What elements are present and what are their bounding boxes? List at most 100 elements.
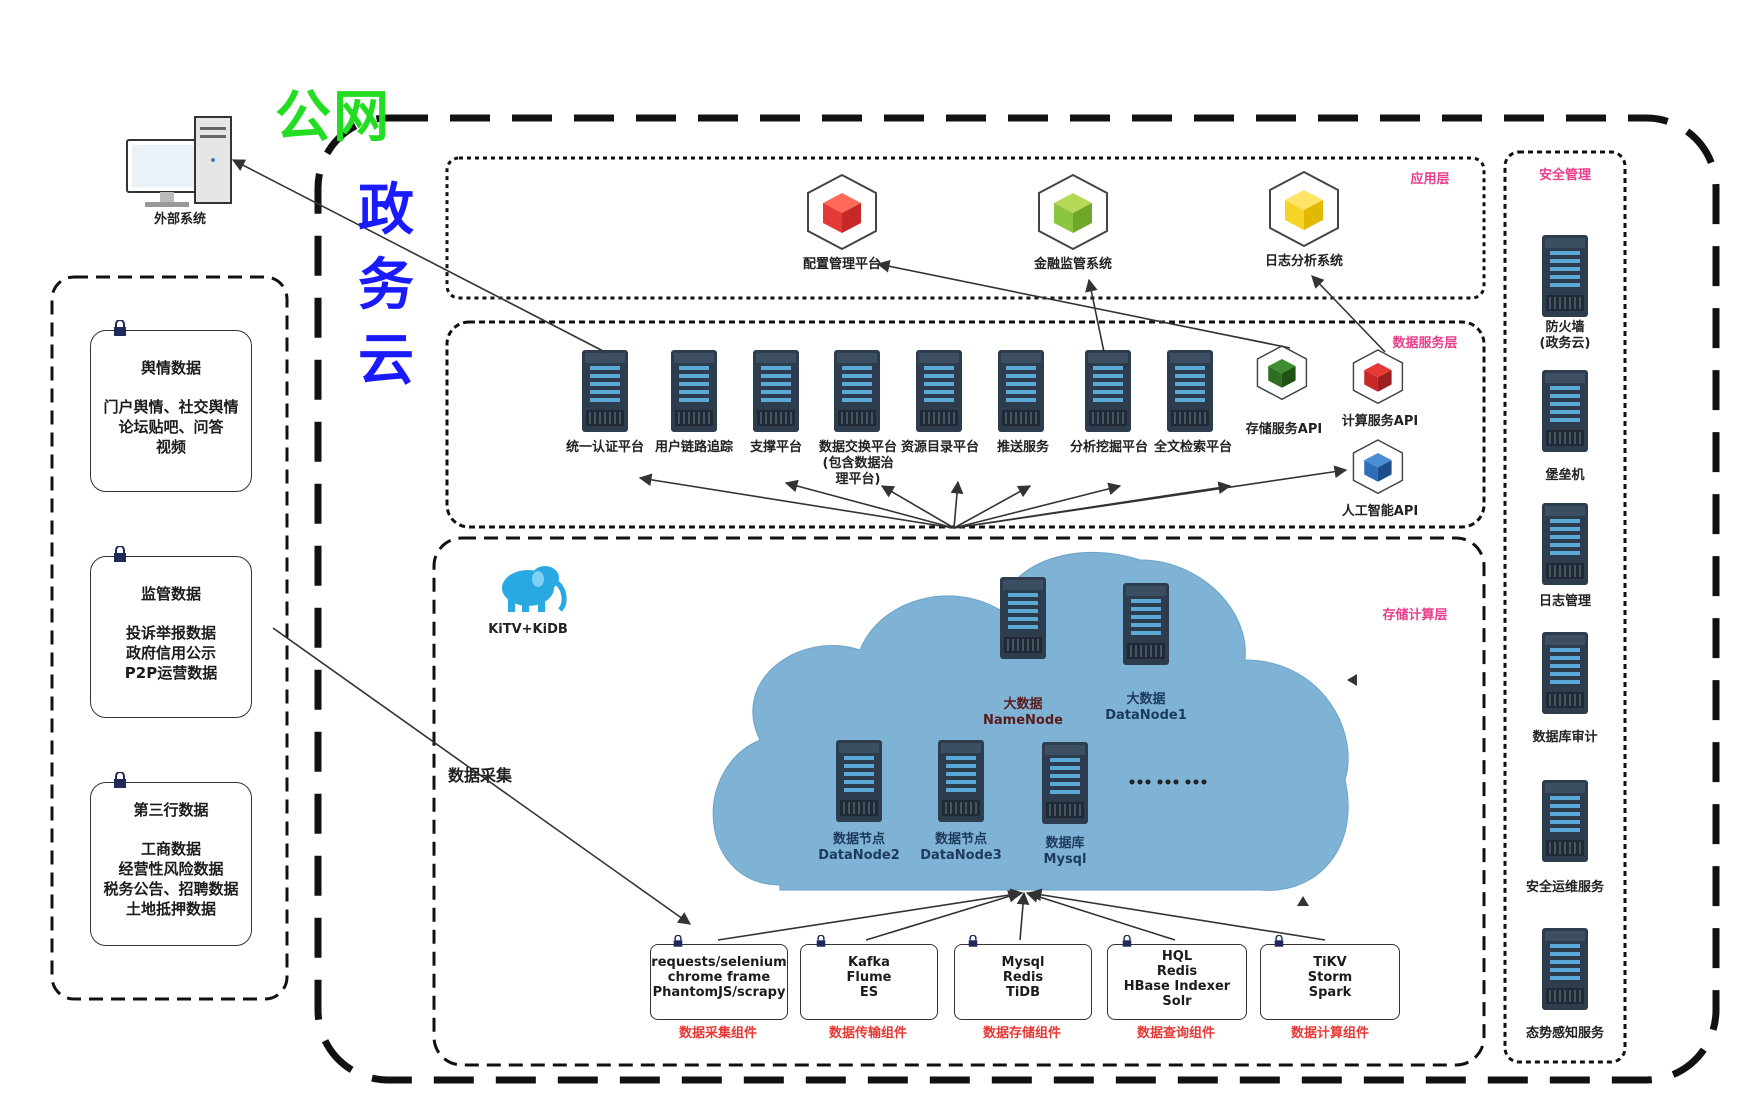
comp-line: PhantomJS/scrapy [652, 985, 786, 1000]
source-card-third-party: 第三行数据 工商数据 经营性风险数据 税务公告、招聘数据 土地抵押数据 [90, 782, 252, 946]
source-card-regulatory: 监管数据 投诉举报数据 政府信用公示 P2P运营数据 [90, 556, 252, 718]
lock-icon [1274, 935, 1284, 947]
server-icon [1541, 927, 1589, 1011]
data-service-layer-label: 数据服务层 [1392, 336, 1458, 351]
lock-icon [114, 320, 126, 336]
node-line: DataNode1 [1105, 708, 1187, 723]
service-label: 用户链路追踪 [654, 440, 733, 455]
service-label: 数据交换平台 (包含数据治 理平台) [818, 440, 897, 487]
app-layer-boundary [445, 156, 1486, 300]
component-box-compute: TiKV Storm Spark [1260, 944, 1400, 1020]
lock-icon [114, 546, 126, 562]
app-label-config: 配置管理平台 [802, 257, 881, 272]
arrowhead-icon [1347, 674, 1357, 686]
node-line: 数据节点 [934, 832, 987, 847]
elephant-logo-icon [502, 566, 567, 612]
external-system-label: 外部系统 [153, 212, 206, 227]
server-icon [1041, 741, 1089, 825]
lock-icon [968, 935, 978, 947]
card-line: 政府信用公示 [125, 644, 216, 662]
gov-cloud-boundary [314, 114, 1720, 1084]
data-collect-label: 数据采集 [447, 766, 512, 785]
server-icon [1122, 582, 1170, 666]
server-icon [1541, 369, 1589, 453]
server-icon [1541, 779, 1589, 863]
arrows [231, 159, 1386, 941]
service-label: 统一认证平台 [565, 440, 644, 455]
comp-line: ES [859, 985, 879, 1000]
cloud-node-label: 数据节点 DataNode2 [804, 832, 914, 864]
comp-line: Flume [846, 970, 892, 985]
service-label: 资源目录平台 [900, 440, 979, 455]
storage-layer-label: 存储计算层 [1382, 608, 1448, 623]
node-line: DataNode3 [920, 848, 1002, 863]
cloud-node-label: 数据节点 DataNode3 [906, 832, 1016, 864]
service-label: 全文检索平台 [1153, 440, 1232, 455]
server-icon [915, 349, 963, 433]
cube-icon-green-api [1256, 345, 1308, 400]
comp-line: TiDB [1005, 985, 1041, 1000]
cube-icon-blue-api [1352, 439, 1404, 494]
server-icon [1541, 502, 1589, 586]
component-label: 数据传输组件 [828, 1026, 907, 1041]
server-icon [833, 349, 881, 433]
ellipsis-dots [1129, 779, 1207, 785]
comp-line: TiKV [1313, 955, 1347, 970]
storage-layer-boundary [432, 536, 1486, 1067]
lock-icon [816, 935, 826, 947]
comp-line: HBase Indexer [1123, 979, 1231, 994]
server-icon [1166, 349, 1214, 433]
card-title: 监管数据 [140, 585, 201, 603]
card-title: 舆情数据 [140, 359, 201, 377]
component-box-transport: Kafka Flume ES [800, 944, 938, 1020]
comp-line: Kafka [848, 955, 890, 970]
cube-icon-red [807, 174, 877, 250]
cube-icon-yellow [1269, 171, 1339, 247]
security-label: 安全管理 [1538, 168, 1591, 183]
api-label-storage: 存储服务API [1245, 422, 1323, 437]
cube-icon-green [1038, 174, 1108, 250]
security-item-label: 数据库审计 [1532, 730, 1598, 745]
node-line: 大数据 [1126, 692, 1166, 707]
comp-line: Redis [1002, 970, 1044, 985]
security-item-label: 态势感知服务 [1525, 1026, 1604, 1041]
gov-cloud-title-2: 务 [358, 253, 414, 318]
card-line: 论坛贴吧、问答 [118, 418, 224, 436]
comp-line: Spark [1308, 985, 1352, 1000]
card-line: 门户舆情、社交舆情 [103, 398, 239, 416]
security-item-label: 日志管理 [1538, 594, 1591, 609]
security-item-label: 堡垒机 [1545, 468, 1585, 483]
cloud-node-label: 大数据 NameNode [968, 697, 1078, 729]
comp-line: Mysql [1001, 955, 1045, 970]
node-line: NameNode [983, 713, 1063, 728]
node-line: DataNode2 [818, 848, 900, 863]
component-box-query: HQL Redis HBase Indexer Solr [1107, 944, 1247, 1020]
app-label-finance: 金融监管系统 [1033, 257, 1112, 272]
api-label-compute: 计算服务API [1341, 414, 1419, 429]
computer-icon [126, 116, 232, 207]
app-layer-label: 应用层 [1410, 172, 1450, 187]
server-icon [999, 576, 1047, 660]
card-line: 视频 [155, 438, 186, 456]
server-icon [752, 349, 800, 433]
card-line: 税务公告、招聘数据 [103, 880, 239, 898]
security-item-label: 防火墙 (政务云) [1539, 320, 1591, 351]
card-line: P2P运营数据 [124, 664, 218, 682]
node-line: Mysql [1043, 852, 1087, 867]
security-item-label: 安全运维服务 [1525, 880, 1604, 895]
lock-icon [114, 772, 126, 788]
service-label: 分析挖掘平台 [1069, 440, 1148, 455]
card-line: 经营性风险数据 [118, 860, 224, 878]
server-icon [581, 349, 629, 433]
component-label: 数据查询组件 [1136, 1026, 1215, 1041]
service-label: 推送服务 [996, 440, 1049, 455]
component-label: 数据存储组件 [982, 1026, 1061, 1041]
node-line: 数据库 [1045, 836, 1085, 851]
public-network-title: 公网 [275, 85, 391, 150]
cube-icon-red-api [1352, 349, 1404, 404]
kitv-logo-label: KiTV+KiDB [488, 622, 568, 637]
server-icon [835, 739, 883, 823]
comp-line: chrome frame [667, 970, 771, 985]
node-line: 大数据 [1003, 697, 1043, 712]
